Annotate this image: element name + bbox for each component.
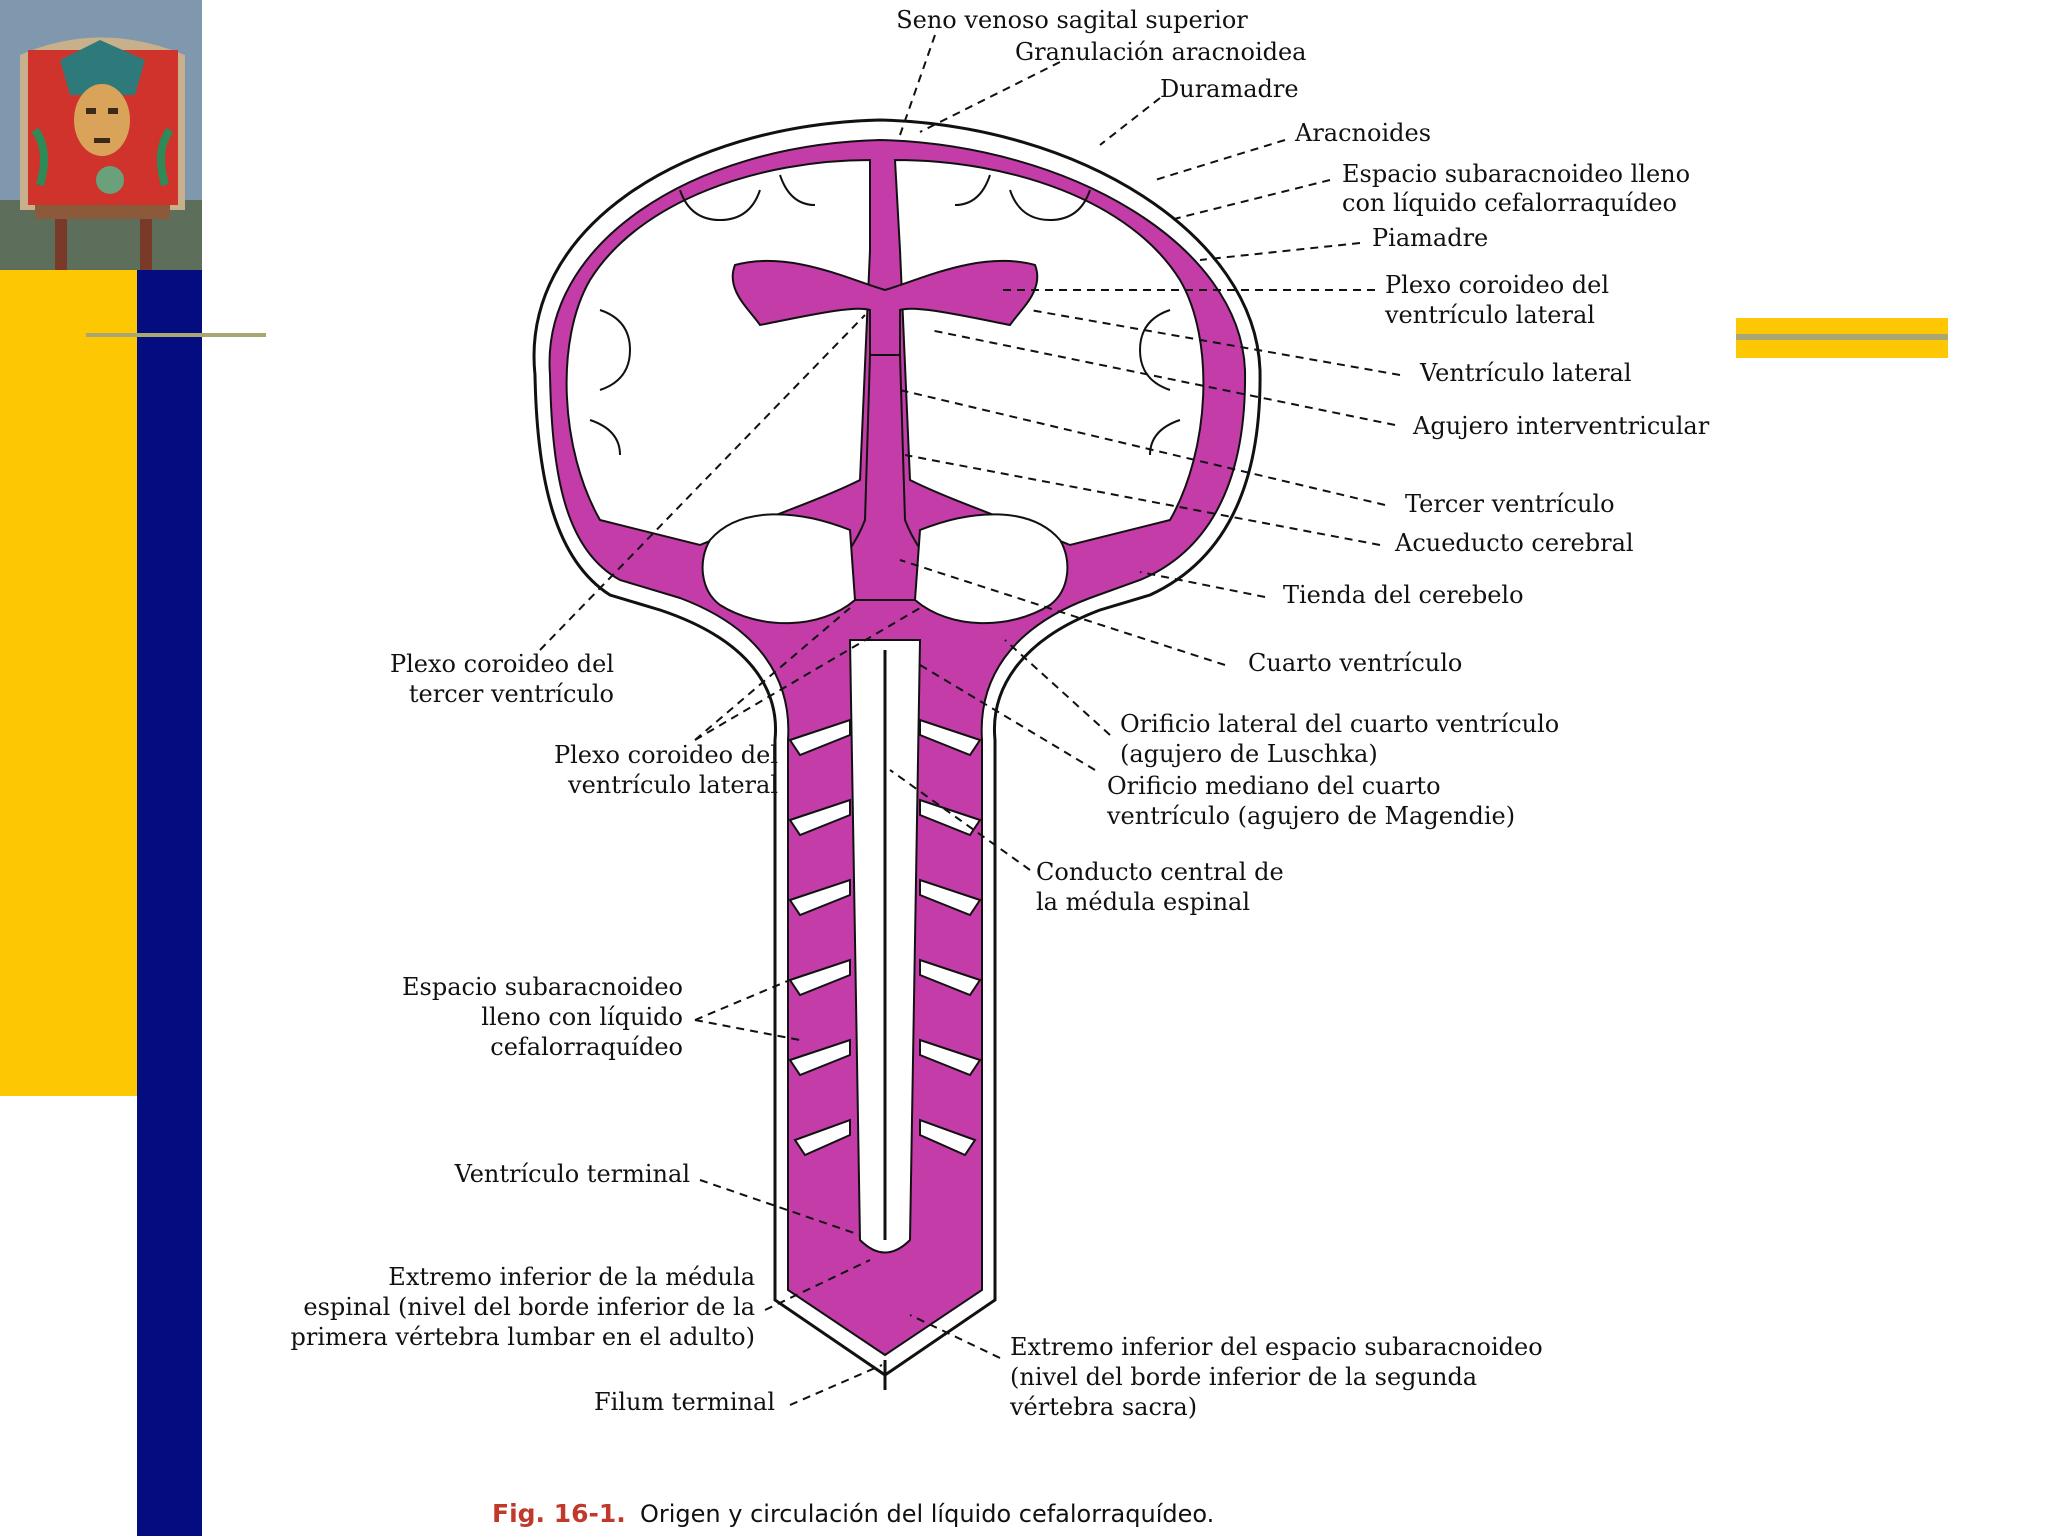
label-acueducto: Acueducto cerebral bbox=[1394, 529, 1634, 557]
label-esp-l2: lleno con líquido bbox=[481, 1003, 683, 1031]
label-tercer-vent: Tercer ventrículo bbox=[1405, 490, 1615, 518]
mural-logo bbox=[0, 0, 202, 270]
label-agujero-inter: Agujero interventricular bbox=[1412, 412, 1710, 440]
label-extremo-esp-2: (nivel del borde inferior de la segunda bbox=[1010, 1363, 1477, 1391]
lateral-ventricles bbox=[731, 260, 1039, 361]
left-hemisphere bbox=[565, 158, 871, 547]
label-orif-med-2: ventrículo (agujero de Magendie) bbox=[1106, 802, 1515, 830]
leader-lines bbox=[539, 34, 1401, 1406]
label-esp-l1: Espacio subaracnoideo bbox=[402, 973, 683, 1001]
nerve-roots bbox=[788, 718, 982, 1157]
label-orif-med-1: Orificio mediano del cuarto bbox=[1107, 772, 1441, 800]
label-extremo-med-2: espinal (nivel del borde inferior de la bbox=[303, 1293, 755, 1321]
label-plexo-latl-1: Plexo coroideo del bbox=[554, 741, 778, 769]
caption-text: Origen y circulación del líquido cefalor… bbox=[640, 1500, 1214, 1528]
label-piamadre: Piamadre bbox=[1372, 224, 1488, 252]
label-extremo-med-3: primera vértebra lumbar en el adulto) bbox=[291, 1323, 755, 1351]
label-extremo-esp-3: vértebra sacra) bbox=[1009, 1393, 1197, 1421]
label-plexo-lat-r2: ventrículo lateral bbox=[1384, 301, 1595, 329]
left-yellow-bar bbox=[0, 270, 137, 1096]
right-hemisphere bbox=[893, 158, 1205, 547]
left-cerebellum bbox=[701, 513, 857, 625]
label-conducto-2: la médula espinal bbox=[1036, 888, 1250, 916]
label-aracnoides: Aracnoides bbox=[1294, 119, 1431, 147]
label-extremo-med-1: Extremo inferior de la médula bbox=[388, 1263, 755, 1291]
label-orif-lat-1: Orificio lateral del cuarto ventrículo bbox=[1120, 710, 1559, 738]
label-plexo-latl-2: ventrículo lateral bbox=[567, 771, 778, 799]
label-conducto-1: Conducto central de bbox=[1036, 858, 1284, 886]
label-extremo-esp-1: Extremo inferior del espacio subaracnoid… bbox=[1010, 1333, 1543, 1361]
label-filum: Filum terminal bbox=[594, 1388, 775, 1416]
label-duramadre: Duramadre bbox=[1160, 75, 1299, 103]
label-seno-venoso: Seno venoso sagital superior bbox=[896, 6, 1248, 34]
label-esp-l3: cefalorraquídeo bbox=[490, 1033, 683, 1061]
label-espacio-sub-2: con líquido cefalorraquídeo bbox=[1342, 189, 1677, 217]
label-vent-terminal: Ventrículo terminal bbox=[454, 1160, 690, 1188]
left-olive-rule bbox=[86, 333, 266, 337]
label-granulacion: Granulación aracnoidea bbox=[1015, 38, 1307, 66]
caption-fig-number: Fig. 16-1. bbox=[492, 1499, 626, 1528]
cortical-folds bbox=[589, 174, 1181, 456]
label-plexo-lat-r1: Plexo coroideo del bbox=[1385, 271, 1609, 299]
label-tienda: Tienda del cerebelo bbox=[1283, 581, 1524, 609]
label-cuarto-vent: Cuarto ventrículo bbox=[1248, 649, 1462, 677]
right-yellow-decoration bbox=[1736, 318, 1948, 358]
right-cerebellum bbox=[913, 513, 1069, 625]
label-espacio-sub-1: Espacio subaracnoideo lleno bbox=[1342, 160, 1690, 188]
label-orif-lat-2: (agujero de Luschka) bbox=[1120, 740, 1378, 768]
label-vent-lateral: Ventrículo lateral bbox=[1419, 359, 1632, 387]
label-plexo-ter-2: tercer ventrículo bbox=[409, 680, 614, 708]
label-plexo-ter-1: Plexo coroideo del bbox=[390, 650, 614, 678]
